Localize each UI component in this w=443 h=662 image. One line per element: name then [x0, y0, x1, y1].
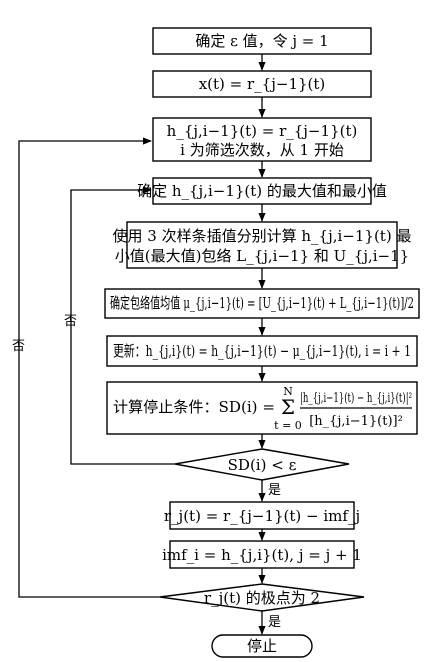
- decision-extrema-text: r_j(t) 的极点为 2: [204, 589, 320, 607]
- node-stop-criterion-denominator: [h_{j,i−1}(t)]²: [309, 414, 403, 429]
- node-stop-criterion-sum-bottom: t = 0: [274, 419, 302, 432]
- node-residual-text: r_j(t) = r_{j−1}(t) − imf_j: [164, 507, 360, 525]
- node-mean-text: 确定包络值均值 μ_{j,i−1}(t) = [U_{j,i−1}(t) + L…: [110, 294, 414, 312]
- edge-d1-no-loop: [70, 186, 175, 465]
- node-update: [106, 335, 418, 367]
- node-residual: [169, 501, 355, 530]
- node-spline-line2: 小值(最大值)包络 L_{j,i−1} 和 U_{j,i−1}: [115, 247, 409, 265]
- node-update-text: 更新：h_{j,i}(t) = h_{j,i−1}(t) − μ_{j,i−1}…: [113, 342, 411, 360]
- node-init: [152, 27, 372, 55]
- node-stop-criterion-sum: Σ: [281, 395, 295, 419]
- node-spline: [126, 221, 398, 269]
- node-h-init-line2: i 为筛选次数，从 1 开始: [180, 141, 344, 159]
- node-imf: [169, 540, 355, 569]
- node-stop-criterion-numerator: |h_{j,i−1}(t) − h_{j,i}(t)|²: [300, 391, 412, 406]
- node-init-text: 确定 ε 值，令 j = 1: [195, 32, 328, 50]
- node-stop-criterion-prefix: 计算停止条件：SD(i) =: [113, 398, 275, 416]
- node-stop: [211, 634, 313, 658]
- node-spline-line1: 使用 3 次样条插值分别计算 h_{j,i−1}(t) 最: [113, 227, 412, 245]
- label-no-outer: 否: [12, 339, 25, 354]
- decision-extrema: [159, 583, 365, 612]
- edge-d2-no-loop: [18, 137, 160, 598]
- decision-sd: [174, 448, 350, 481]
- label-yes-1: 是: [268, 483, 281, 498]
- node-mean: [104, 288, 420, 319]
- node-h-init-line1: h_{j,i−1}(t) = r_{j−1}(t): [167, 122, 358, 140]
- label-no-inner: 否: [64, 314, 77, 329]
- node-x-assign-text: x(t) = r_{j−1}(t): [199, 75, 326, 93]
- node-extrema-text: 确定 h_{j,i−1}(t) 的最大值和最小值: [137, 182, 387, 200]
- node-stop-text: 停止: [247, 637, 277, 655]
- node-stop-criterion-sum-top: N: [283, 385, 293, 398]
- label-yes-2: 是: [268, 615, 281, 630]
- node-extrema: [152, 177, 372, 205]
- decision-sd-text: SD(i) < ε: [228, 456, 297, 474]
- node-x-assign: [152, 70, 372, 98]
- node-imf-text: imf_i = h_{j,i}(t), j = j + 1: [162, 546, 362, 564]
- node-h-init: [152, 117, 372, 162]
